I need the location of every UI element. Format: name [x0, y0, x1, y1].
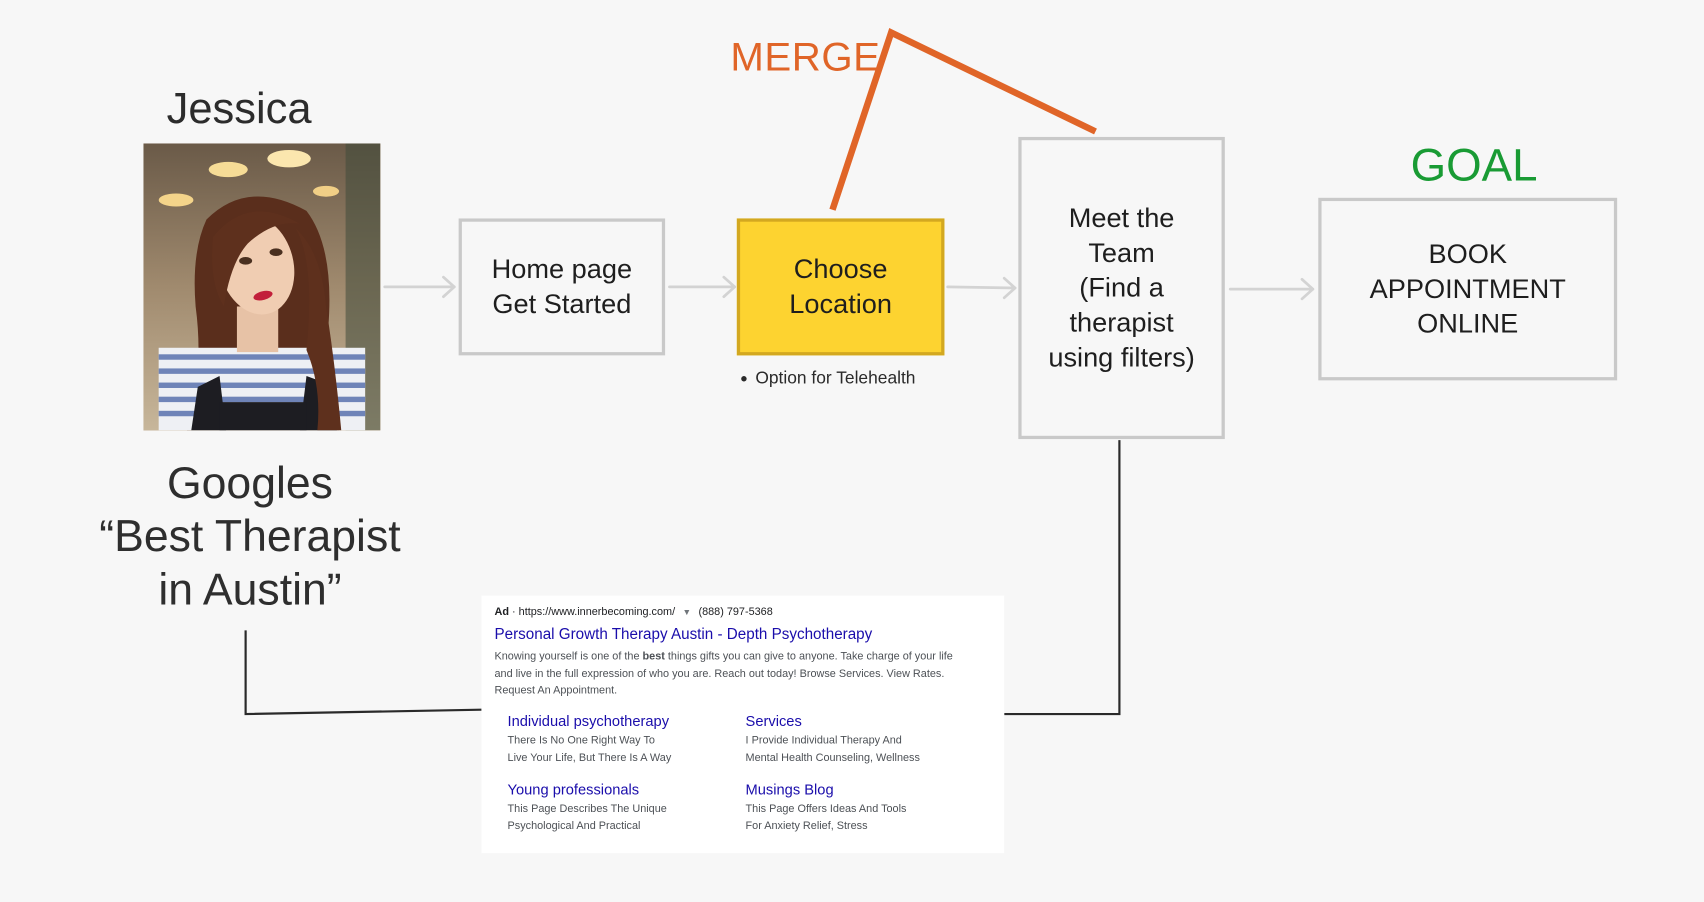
- sitelink-title[interactable]: Individual psychotherapy: [507, 712, 670, 730]
- persona-action-line: in Austin”: [158, 564, 342, 615]
- merge-line: [829, 28, 1097, 211]
- sitelink-desc: There Is No One Right Way To Live Your L…: [507, 734, 672, 765]
- ad-desc-text: Knowing yourself is one of the: [494, 650, 643, 663]
- telehealth-note-text: Option for Telehealth: [755, 369, 916, 388]
- step-choose-location: Choose Location: [736, 218, 945, 356]
- ad-url[interactable]: https://www.innerbecoming.com/: [518, 606, 676, 619]
- step-home-page-label: Home page Get Started: [491, 254, 633, 320]
- sitelink-services[interactable]: Services I Provide Individual Therapy An…: [746, 713, 974, 767]
- arrow-home-to-location: [668, 275, 737, 299]
- persona-photo-illustration: [143, 143, 381, 431]
- step-book-appointment-label: BOOK APPOINTMENT ONLINE: [1369, 239, 1566, 340]
- search-ad: Ad · https://www.innerbecoming.com/ ▼ (8…: [481, 595, 1005, 854]
- ad-title-link[interactable]: Personal Growth Therapy Austin - Depth P…: [494, 624, 873, 643]
- persona-search-action: Googles “Best Therapist in Austin”: [76, 456, 424, 616]
- caret-down-icon[interactable]: ▼: [682, 607, 692, 618]
- sitelink-musings-blog[interactable]: Musings Blog This Page Offers Ideas And …: [746, 781, 974, 835]
- merge-label: MERGE: [730, 34, 881, 80]
- step-meet-the-team: Meet the Team (Find a therapist using fi…: [1018, 136, 1225, 440]
- persona-action-line: “Best Therapist: [99, 510, 401, 561]
- persona-action-line: Googles: [166, 457, 333, 508]
- sitelink-desc: This Page Offers Ideas And Tools For Anx…: [745, 803, 907, 833]
- step-choose-location-label: Choose Location: [789, 254, 893, 320]
- sitelink-title[interactable]: Services: [745, 712, 802, 730]
- ad-meta-row: Ad · https://www.innerbecoming.com/ ▼ (8…: [494, 606, 991, 618]
- sitelink-desc: This Page Describes The Unique Psycholog…: [507, 803, 667, 833]
- arrow-persona-to-home: [383, 275, 456, 299]
- step-book-appointment: BOOK APPOINTMENT ONLINE: [1318, 197, 1618, 381]
- ad-badge: Ad: [494, 606, 509, 619]
- ad-phone[interactable]: (888) 797-5368: [698, 606, 773, 619]
- sitelink-young-professionals[interactable]: Young professionals This Page Describes …: [508, 781, 736, 835]
- step-meet-the-team-label: Meet the Team (Find a therapist using fi…: [1048, 203, 1195, 373]
- step-home-page: Home page Get Started: [458, 218, 666, 356]
- telehealth-note: Option for Telehealth: [741, 370, 915, 390]
- persona-name: Jessica: [166, 84, 312, 133]
- ad-to-team-line: [1004, 440, 1121, 716]
- googles-to-ad-line: [244, 630, 482, 716]
- bullet-dot: [741, 376, 747, 382]
- persona-photo: [143, 143, 381, 431]
- arrow-team-to-book: [1228, 277, 1315, 301]
- ad-separator: ·: [512, 606, 519, 619]
- ad-description: Knowing yourself is one of the best thin…: [494, 649, 972, 700]
- ad-desc-text: things gifts you can give to anyone. Tak…: [494, 650, 953, 697]
- sitelink-individual-psychotherapy[interactable]: Individual psychotherapy There Is No One…: [508, 713, 736, 767]
- sitelink-title[interactable]: Musings Blog: [745, 781, 834, 798]
- sitelink-title[interactable]: Young professionals: [507, 781, 640, 798]
- ad-desc-bold: best: [642, 650, 665, 663]
- arrow-location-to-team: [946, 276, 1017, 300]
- goal-label: GOAL: [1410, 139, 1538, 191]
- sitelink-desc: I Provide Individual Therapy And Mental …: [745, 734, 920, 765]
